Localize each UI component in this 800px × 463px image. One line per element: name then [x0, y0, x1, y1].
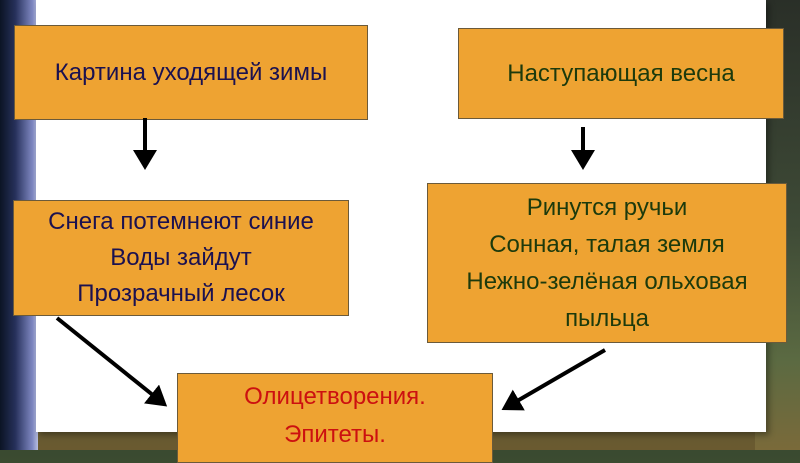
winter-line: Снега потемнеют синие	[48, 208, 314, 235]
winter-title: Картина уходящей зимы	[54, 59, 328, 86]
spring-title: Наступающая весна	[507, 60, 735, 87]
conclusion-line: Эпитеты.	[284, 421, 386, 448]
arrow-winter-to-conclusion	[55, 316, 168, 407]
winter-details-box: Снега потемнеют синие Воды зайдут Прозра…	[13, 200, 349, 316]
spring-line: Нежно-зелёная ольховая	[466, 268, 748, 295]
spring-line: Ринутся ручьи	[526, 194, 688, 221]
spring-title-box: Наступающая весна	[458, 28, 784, 119]
conclusion-line: Олицетворения.	[244, 383, 426, 410]
spring-details-box: Ринутся ручьи Сонная, талая земля Нежно-…	[427, 183, 787, 343]
arrow-spring-to-conclusion	[501, 348, 607, 411]
arrows-layer	[55, 118, 607, 411]
conclusion-box: Олицетворения. Эпитеты.	[177, 373, 493, 463]
winter-line: Прозрачный лесок	[77, 280, 285, 307]
spring-line: пыльца	[565, 305, 649, 332]
spring-line: Сонная, талая земля	[489, 231, 725, 258]
winter-title-box: Картина уходящей зимы	[14, 25, 368, 120]
winter-line: Воды зайдут	[110, 244, 252, 271]
